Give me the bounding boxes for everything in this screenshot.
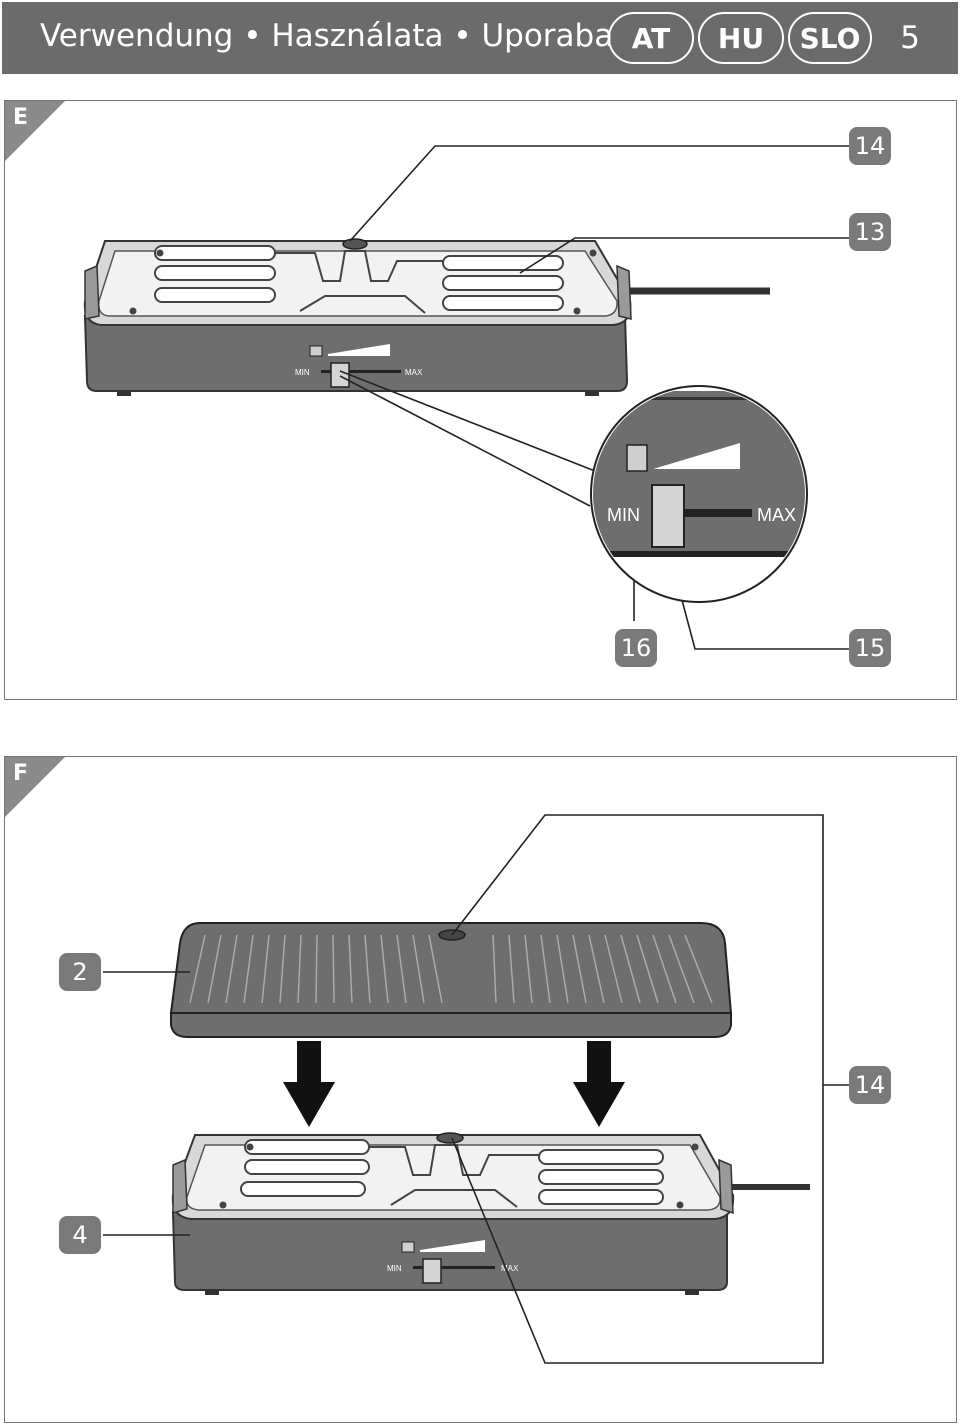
- figure-e-corner: [5, 101, 65, 161]
- figure-f-label: F: [13, 761, 29, 786]
- f-control-max-label: MAX: [501, 1264, 519, 1273]
- page-number: 5: [900, 20, 920, 56]
- control-min-label: MIN: [295, 368, 310, 377]
- callout-15: 15: [849, 629, 891, 667]
- callout-16: 16: [615, 629, 657, 667]
- page-title: Verwendung • Használata • Uporaba: [40, 18, 614, 54]
- language-badge-slo: SLO: [788, 12, 872, 64]
- zoom-max-label: MAX: [757, 505, 796, 525]
- zoom-min-label: MIN: [607, 505, 640, 525]
- callout-4: 4: [59, 1216, 101, 1254]
- figure-f-drawing: MIN MAX: [103, 814, 849, 1364]
- callout-14: 14: [849, 127, 891, 165]
- callout-2: 2: [59, 953, 101, 991]
- figure-e-panel: E: [4, 100, 957, 700]
- language-badge-at: AT: [608, 12, 694, 64]
- callout-13: 13: [849, 213, 891, 251]
- f-control-min-label: MIN: [387, 1264, 402, 1273]
- figure-f-panel: F: [4, 756, 957, 1423]
- figure-f-corner: [5, 757, 65, 817]
- control-max-label: MAX: [405, 368, 423, 377]
- page-header: Verwendung • Használata • Uporaba AT HU …: [2, 2, 958, 74]
- figure-e-label: E: [13, 105, 29, 130]
- callout-14-f: 14: [849, 1066, 891, 1104]
- figure-e-drawing: MIN MAX MIN MAX: [83, 145, 853, 650]
- language-badge-hu: HU: [698, 12, 784, 64]
